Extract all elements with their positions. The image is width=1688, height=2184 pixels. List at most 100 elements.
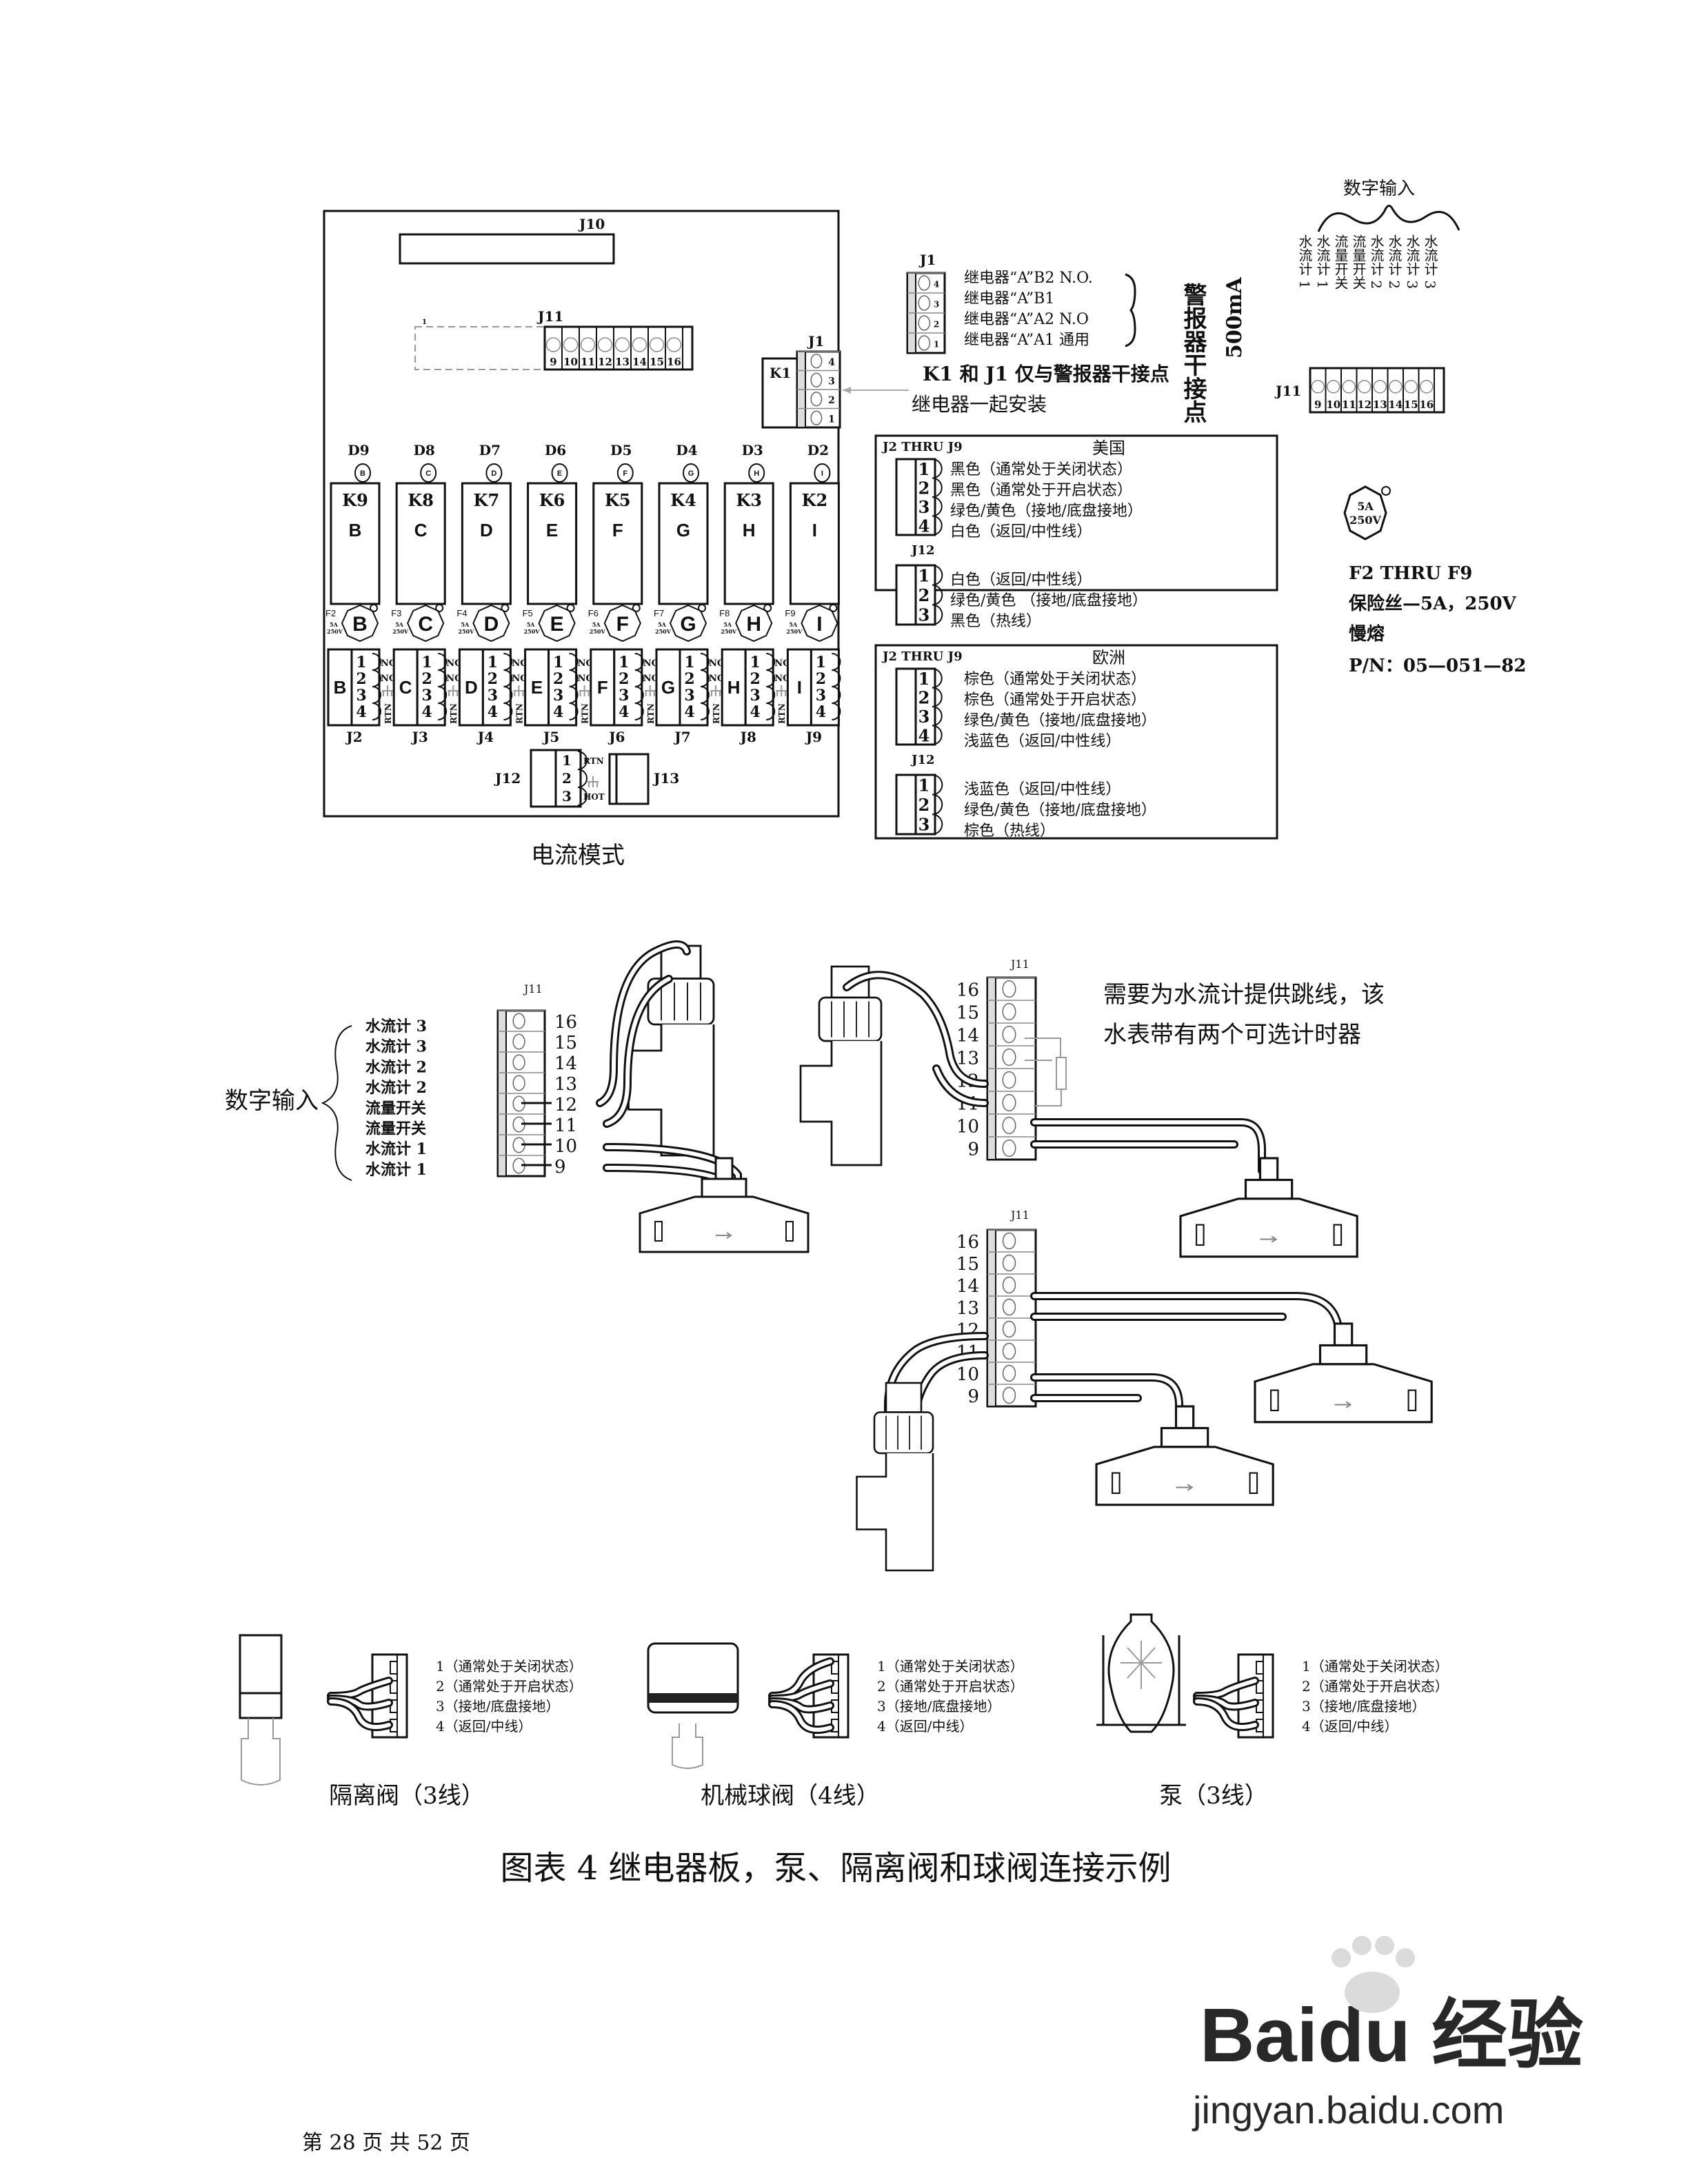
terminal-pin-number: 9	[1314, 398, 1321, 411]
rtn-label: RTN	[383, 703, 393, 724]
terminal-function-label: 2（通常处于开启状态）	[436, 1678, 583, 1695]
connector-pin-number: 2	[918, 687, 930, 707]
terminal-pin-number: 14	[554, 1053, 577, 1074]
screw-icon	[810, 372, 823, 387]
relay-reference: K8	[408, 490, 434, 510]
device-wire-inner	[1195, 1699, 1257, 1729]
alarm-relay-line: 继电器“A”A1 通用	[964, 332, 1089, 349]
relay-letter: D	[480, 520, 493, 540]
led-icon	[683, 463, 699, 483]
fuse-reference: F2	[325, 608, 336, 618]
connector-pin-number: 3	[918, 707, 930, 727]
meter-cable-inner	[1032, 1375, 1181, 1428]
output-device: 1（通常处于关闭状态）2（通常处于开启状态）3（接地/底盘接地）4（返回/中线）…	[1096, 1613, 1449, 1810]
terminal-pin-number: 15	[554, 1033, 577, 1053]
terminal-pin-number: 1	[934, 340, 939, 350]
led-icon	[354, 463, 371, 483]
meter-slot	[1196, 1224, 1205, 1246]
terminal-slot	[390, 1661, 398, 1675]
fuse-reference: F3	[391, 608, 401, 618]
j12-block-pins	[554, 749, 582, 808]
led-letter: H	[754, 469, 759, 478]
screw-icon	[810, 392, 823, 407]
fuse-rating-amp: 5A	[527, 621, 536, 628]
region-header: J2 THRU J9	[881, 649, 963, 664]
connector-pin-number: 3	[750, 687, 761, 705]
connector-pin-number: 2	[356, 670, 366, 688]
relay-reference: K6	[539, 490, 565, 510]
screw-icon	[512, 1075, 525, 1091]
terminal-pin-number: 10	[956, 1364, 979, 1385]
connector-pin-number: 3	[918, 815, 930, 835]
terminal-pin-number: 16	[1419, 398, 1434, 411]
relay-reference: K4	[670, 490, 696, 510]
ground-icon	[776, 685, 787, 696]
terminal-pin-number: 10	[563, 356, 578, 368]
connector-pin-section	[810, 648, 840, 727]
meter-cable-inner	[1032, 1294, 1340, 1339]
j10-connector	[399, 233, 615, 265]
wire-color-line: 棕色（通常处于关闭状态）	[964, 671, 1146, 688]
flow-arrow-icon	[1260, 1235, 1278, 1243]
screw-icon	[1002, 1254, 1016, 1272]
relay-letter: G	[676, 520, 690, 540]
ground-icon	[579, 685, 590, 696]
fuse-icon	[603, 604, 641, 643]
jumper-note-line1: 需要为水流计提供跳线，该	[1103, 981, 1385, 1009]
terminal-pin-number: 13	[956, 1049, 979, 1069]
nc-label: NC	[578, 658, 593, 669]
connector-letter: F	[597, 677, 608, 698]
connector-pin-number: 3	[918, 605, 930, 625]
connector-letter-section	[327, 648, 353, 727]
input-label: 水流计 3	[365, 1018, 427, 1035]
connector-wave-icon	[503, 653, 513, 720]
screw-icon	[1002, 1093, 1016, 1112]
ground-icon	[448, 685, 459, 696]
led-letter: F	[623, 469, 627, 478]
connector-letter: D	[465, 677, 478, 698]
output-device: 1（通常处于关闭状态）2（通常处于开启状态）3（接地/底盘接地）4（返回/中线）…	[239, 1634, 583, 1810]
sensor-cable-inner	[934, 1066, 987, 1105]
connector-pin-number: 1	[553, 654, 563, 671]
alarm-relay-line: 继电器“A”B1	[964, 290, 1054, 307]
j12-label: J12	[494, 770, 521, 787]
connector-wave-icon	[634, 653, 644, 720]
terminal-pin-number: 16	[956, 1232, 979, 1253]
terminal-pin-number: 9	[554, 1157, 566, 1177]
alarm-note-line1: K1 和 J1 仅与警报器干接点	[923, 363, 1169, 385]
relay-reference: K3	[736, 490, 762, 510]
connector-wave-icon	[438, 653, 448, 720]
terminal-function-label: 1（通常处于关闭状态）	[877, 1658, 1024, 1675]
fuse-rating-volt: 250V	[458, 628, 474, 635]
ground-icon	[587, 776, 599, 787]
meter-nut	[1244, 1178, 1294, 1200]
wire-color-line: 棕色（通常处于开启状态）	[964, 691, 1146, 709]
j11-label: J11	[523, 982, 543, 995]
relay-letter: B	[349, 520, 362, 540]
alarm-relay-line: 继电器“A”A2 N.O	[964, 311, 1089, 328]
connector-pin-number: 2	[488, 670, 498, 688]
relay-letter: H	[743, 520, 756, 540]
screw-icon	[918, 295, 931, 311]
relay-reference: K9	[342, 490, 368, 510]
terminal-pin-number: 10	[1326, 398, 1340, 411]
screw-icon	[1002, 1276, 1016, 1294]
meter-slot	[1270, 1389, 1279, 1412]
connector-pin-number: 1	[684, 654, 694, 671]
fuse-tab	[829, 604, 838, 612]
fuse-letter: H	[746, 613, 761, 636]
fuse-tab	[763, 604, 772, 612]
digital-input-label: 水流计 2	[1368, 234, 1385, 289]
connector-reference: J2	[345, 729, 362, 745]
fuse-tab	[1381, 486, 1391, 496]
screw-icon	[512, 1013, 525, 1029]
brace-icon	[1125, 273, 1136, 347]
screw-icon	[1404, 380, 1418, 394]
connector-pin-number: 2	[816, 670, 826, 688]
led-letter: D	[491, 469, 496, 478]
actuator-band	[648, 1693, 738, 1703]
led-reference: D2	[807, 442, 829, 458]
screw-icon	[810, 354, 823, 369]
